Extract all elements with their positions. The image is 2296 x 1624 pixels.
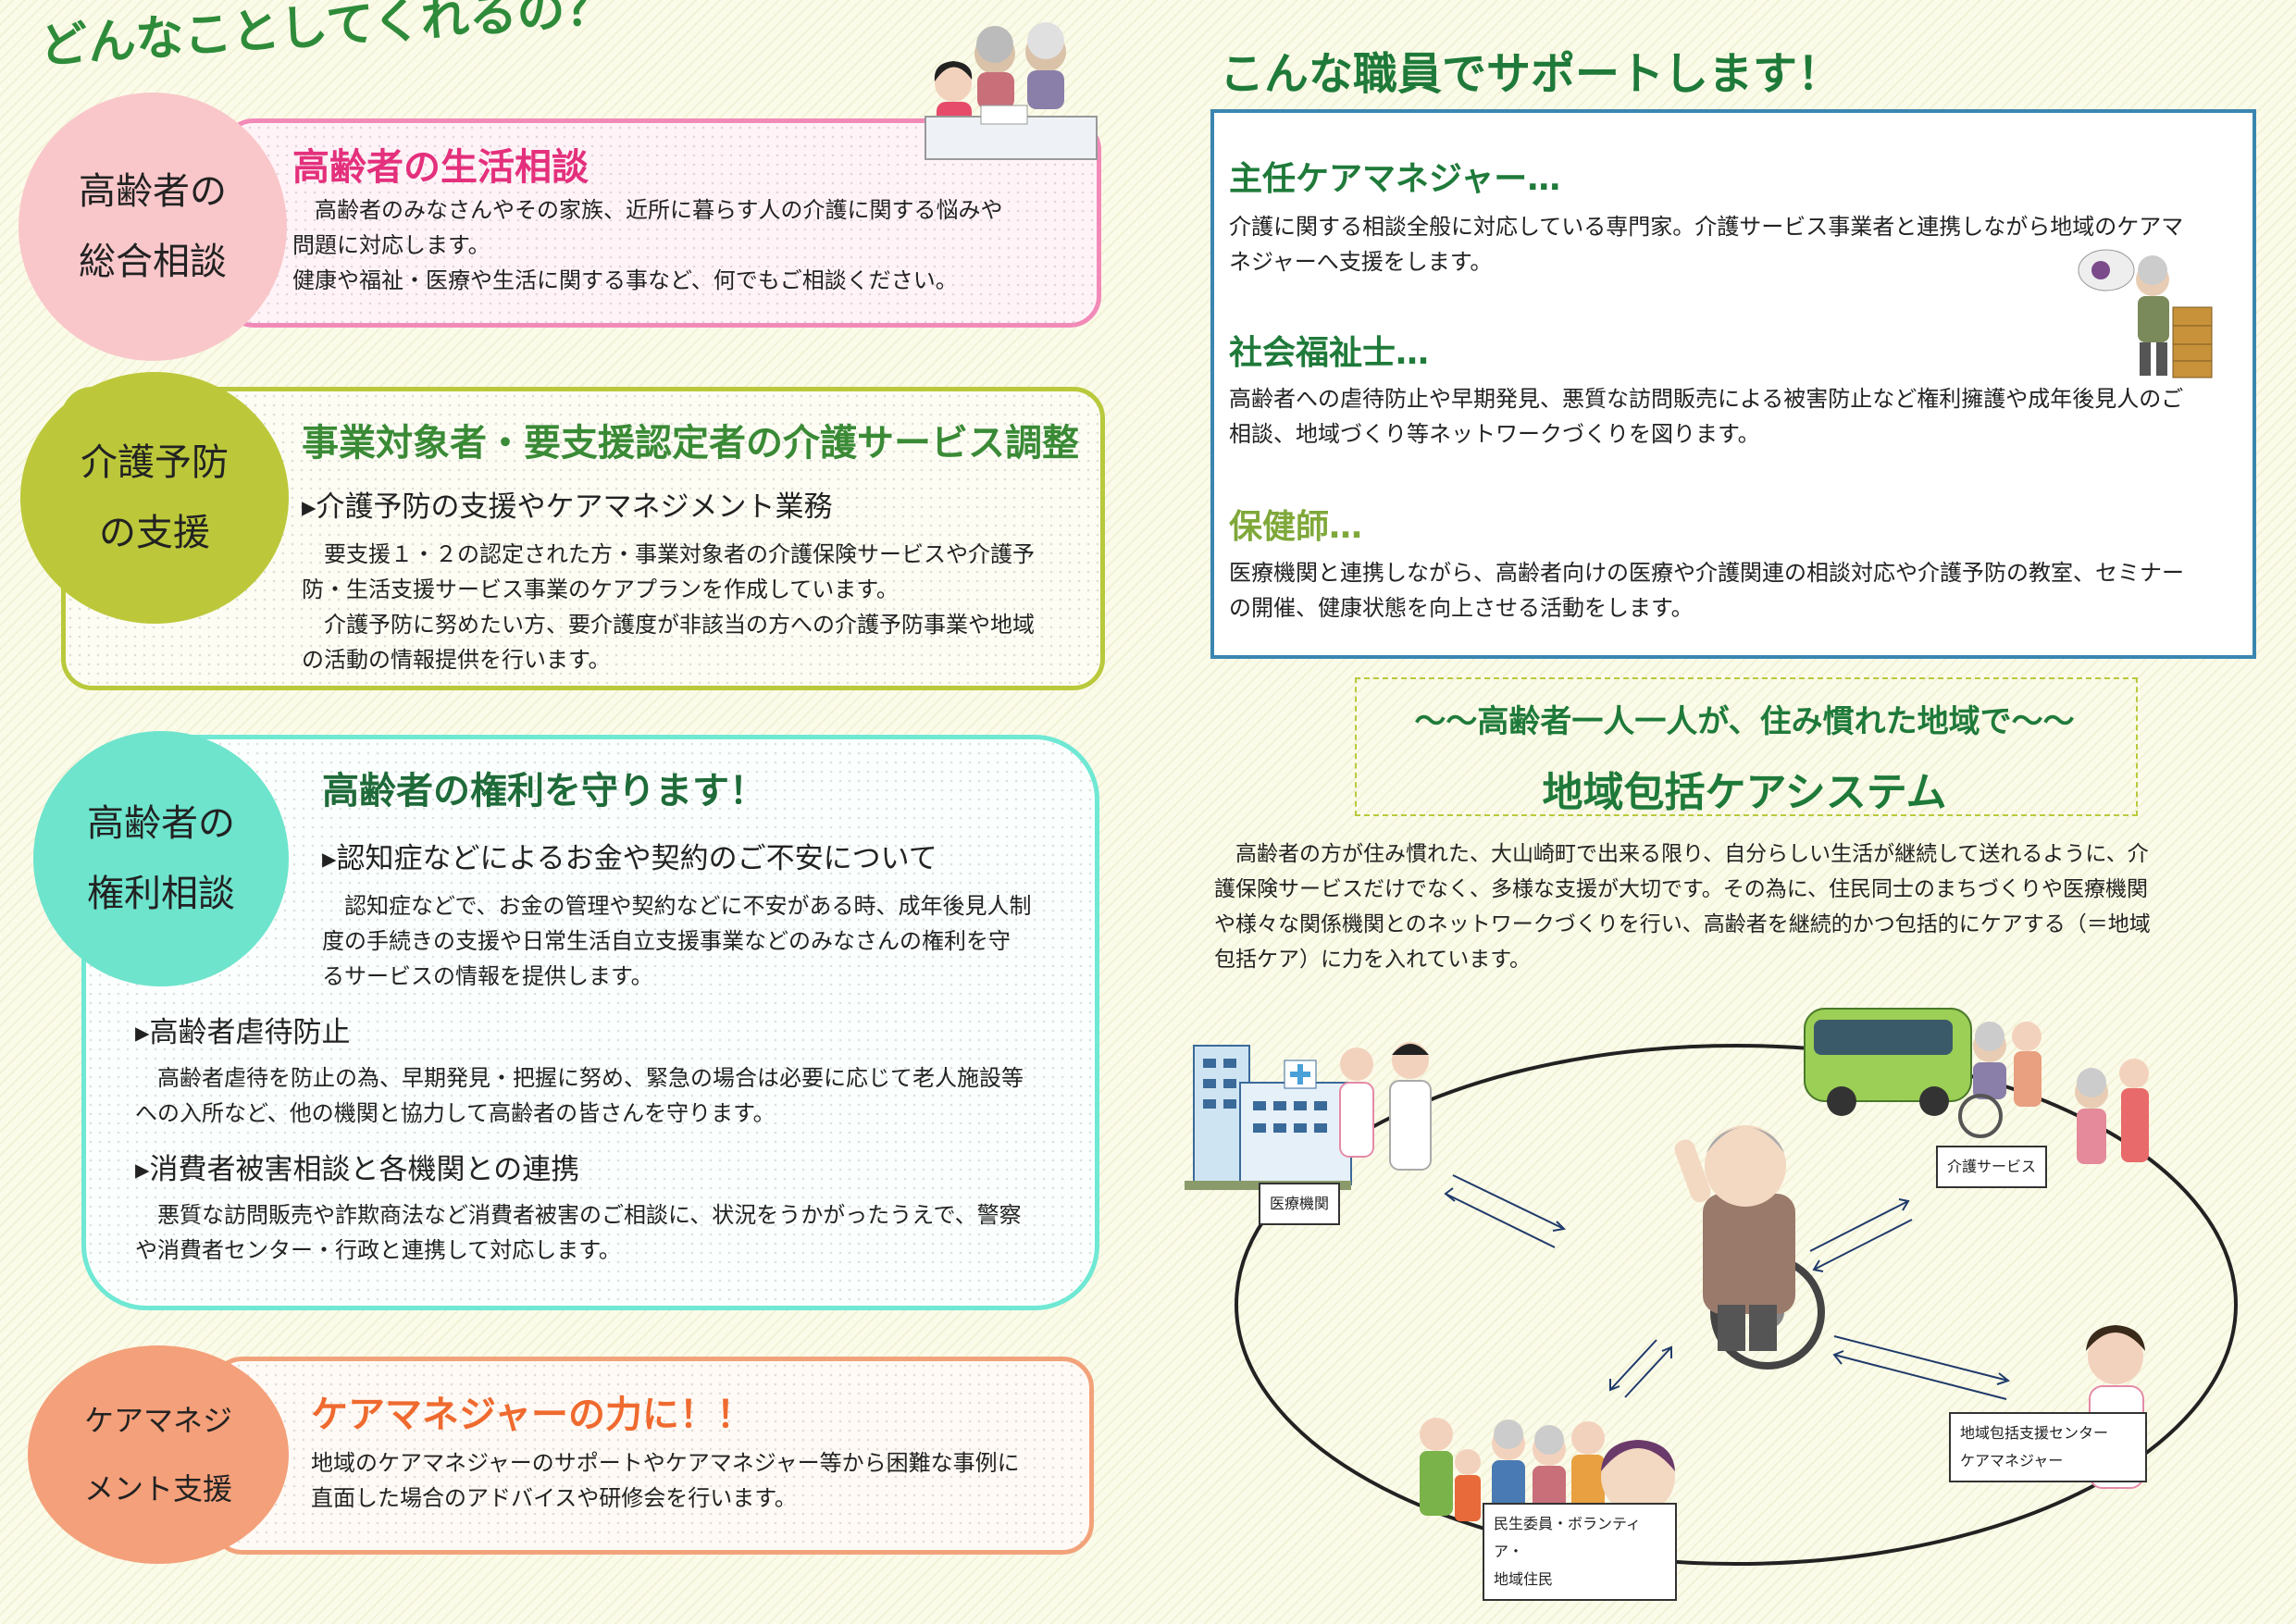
elderly-drawer-illustration [2078, 249, 2213, 378]
card-text: 防・生活支援サービス事業のケアプランを作成しています。 [302, 576, 899, 602]
card-text: 度の手続きの支援や日常生活自立支援事業などのみなさんの権利を守 [322, 928, 1011, 954]
system-subtitle: ～～高齢者一人一人が、住み慣れた地域で～～ [1414, 703, 2075, 740]
label-line: ケアマネジャー [1960, 1452, 2064, 1469]
staff-text: 介護に関する相談全般に対応している専門家。介護サービス事業者と連携しながら地域の… [1229, 214, 2184, 240]
staff-box [1210, 109, 2256, 659]
label-community: 民生委員・ボランティア・ 地域住民 [1483, 1503, 1677, 1601]
card-text: 地域のケアマネジャーのサポートやケアマネジャー等から困難な事例に [311, 1450, 1020, 1476]
card-text: 高齢者虐待を防止の為、早期発見・把握に努め、緊急の場合は必要に応じて老人施設等 [135, 1065, 1024, 1091]
card-title-care-manager-power: ケアマネジャーの力に！！ [311, 1394, 753, 1436]
system-title: 地域包括ケアシステム [1542, 769, 1947, 816]
staff-title-social-worker: 社会福祉士… [1229, 334, 1430, 372]
card-text: への入所など、他の機関と協力して高齢者の皆さんを守ります。 [135, 1100, 776, 1126]
staff-text: ネジャーへ支援をします。 [1229, 249, 1493, 275]
consultation-illustration [925, 22, 1098, 160]
system-text: や様々な関係機関とのネットワークづくりを行い、高齢者を継続的かつ包括的にケアする… [1214, 912, 2151, 936]
circle-label-line1: ケアマネジ [83, 1403, 232, 1438]
circle-general-consultation: 高齢者の 総合相談 [19, 93, 287, 361]
card-title-life-consultation: 高齢者の生活相談 [292, 146, 589, 189]
system-text: 高齢者の方が住み慣れた、大山崎町で出来る限り、自分らしい生活が継続して送れるよう… [1214, 842, 2149, 866]
card-title-service-coordination: 事業対象者・要支援認定者の介護サービス調整 [302, 422, 1079, 465]
circle-label-line2: メント支援 [83, 1471, 232, 1506]
card-text: 高齢者のみなさんやその家族、近所に暮らす人の介護に関する悩みや [292, 197, 1003, 223]
staff-text: 相談、地域づくり等ネットワークづくりを図ります。 [1229, 421, 1760, 447]
card-care-manager-support [211, 1357, 1094, 1555]
card-text: の活動の情報提供を行います。 [302, 647, 611, 673]
label-care-service: 介護サービス [1936, 1146, 2048, 1188]
circle-rights-consultation: 高齢者の 権利相談 [33, 731, 289, 986]
card-text: 健康や福祉・医療や生活に関する事など、何でもご相談ください。 [292, 267, 958, 293]
staff-title-chief-care-manager: 主任ケアマネジャー… [1229, 160, 1561, 198]
circle-label-line1: 介護予防 [81, 441, 229, 484]
circle-care-manager-support: ケアマネジ メント支援 [28, 1345, 289, 1564]
system-title-box [1355, 677, 2138, 816]
bullet-care-management: ▸介護予防の支援やケアマネジメント業務 [302, 490, 833, 524]
staff-text: の開催、健康状態を向上させる活動をします。 [1229, 595, 1694, 621]
bullet-dementia: ▸認知症などによるお金や契約のご不安について [322, 842, 937, 875]
card-text: 認知症などで、お金の管理や契約などに不安がある時、成年後見人制 [322, 893, 1032, 919]
staff-text: 高齢者への虐待防止や早期発見、悪質な訪問販売による被害防止など権利擁護や成年後見… [1229, 386, 2184, 412]
circle-label-line2: 総合相談 [79, 241, 227, 283]
circle-label-line1: 高齢者の [79, 170, 227, 213]
label-medical-institution: 医療機関 [1259, 1183, 1341, 1225]
circle-label-line1: 高齢者の [87, 802, 235, 845]
card-text: 直面した場合のアドバイスや研修会を行います。 [311, 1485, 797, 1511]
system-text: 護保険サービスだけでなく、多様な支援が大切です。その為に、住民同士のまちづくりや… [1214, 877, 2149, 901]
label-support-center: 地域包括支援センター ケアマネジャー [1949, 1412, 2147, 1482]
circle-label-line2: の支援 [99, 512, 210, 554]
card-text: 要支援１・２の認定された方・事業対象者の介護保険サービスや介護予 [302, 541, 1035, 567]
bullet-consumer-damage: ▸消費者被害相談と各機関との連携 [135, 1153, 580, 1186]
circle-label-line2: 権利相談 [87, 873, 235, 915]
card-text: や消費者センター・行政と連携して対応します。 [135, 1237, 621, 1263]
card-text: 悪質な訪問販売や詐欺商法など消費者被害のご相談に、状況をうかがったうえで、警察 [135, 1202, 1022, 1228]
label-line: 地域住民 [1494, 1570, 1554, 1588]
card-text: るサービスの情報を提供します。 [322, 963, 653, 989]
staff-title-public-health-nurse: 保健師… [1229, 508, 1363, 546]
care-network-diagram [1185, 1008, 2238, 1569]
card-title-protect-rights: 高齢者の権利を守ります！ [322, 770, 766, 812]
label-line: 地域包括支援センター [1960, 1424, 2109, 1442]
circle-care-prevention: 介護予防 の支援 [20, 372, 289, 624]
system-text: 包括ケア）に力を入れています。 [1214, 948, 1532, 972]
card-text: 介護予防に努めたい方、要介護度が非該当の方への介護予防事業や地域 [302, 612, 1035, 638]
label-line: 民生委員・ボランティア・ [1494, 1515, 1642, 1560]
card-text: 問題に対応します。 [292, 232, 490, 258]
staff-text: 医療機関と連携しながら、高齢者向けの医療や介護関連の相談対応や介護予防の教室、セ… [1229, 560, 2184, 586]
bullet-abuse-prevention: ▸高齢者虐待防止 [135, 1016, 351, 1049]
left-heading: どんなことしてくれるの？ [37, 0, 615, 75]
right-heading: こんな職員でサポートします！ [1220, 48, 1843, 100]
